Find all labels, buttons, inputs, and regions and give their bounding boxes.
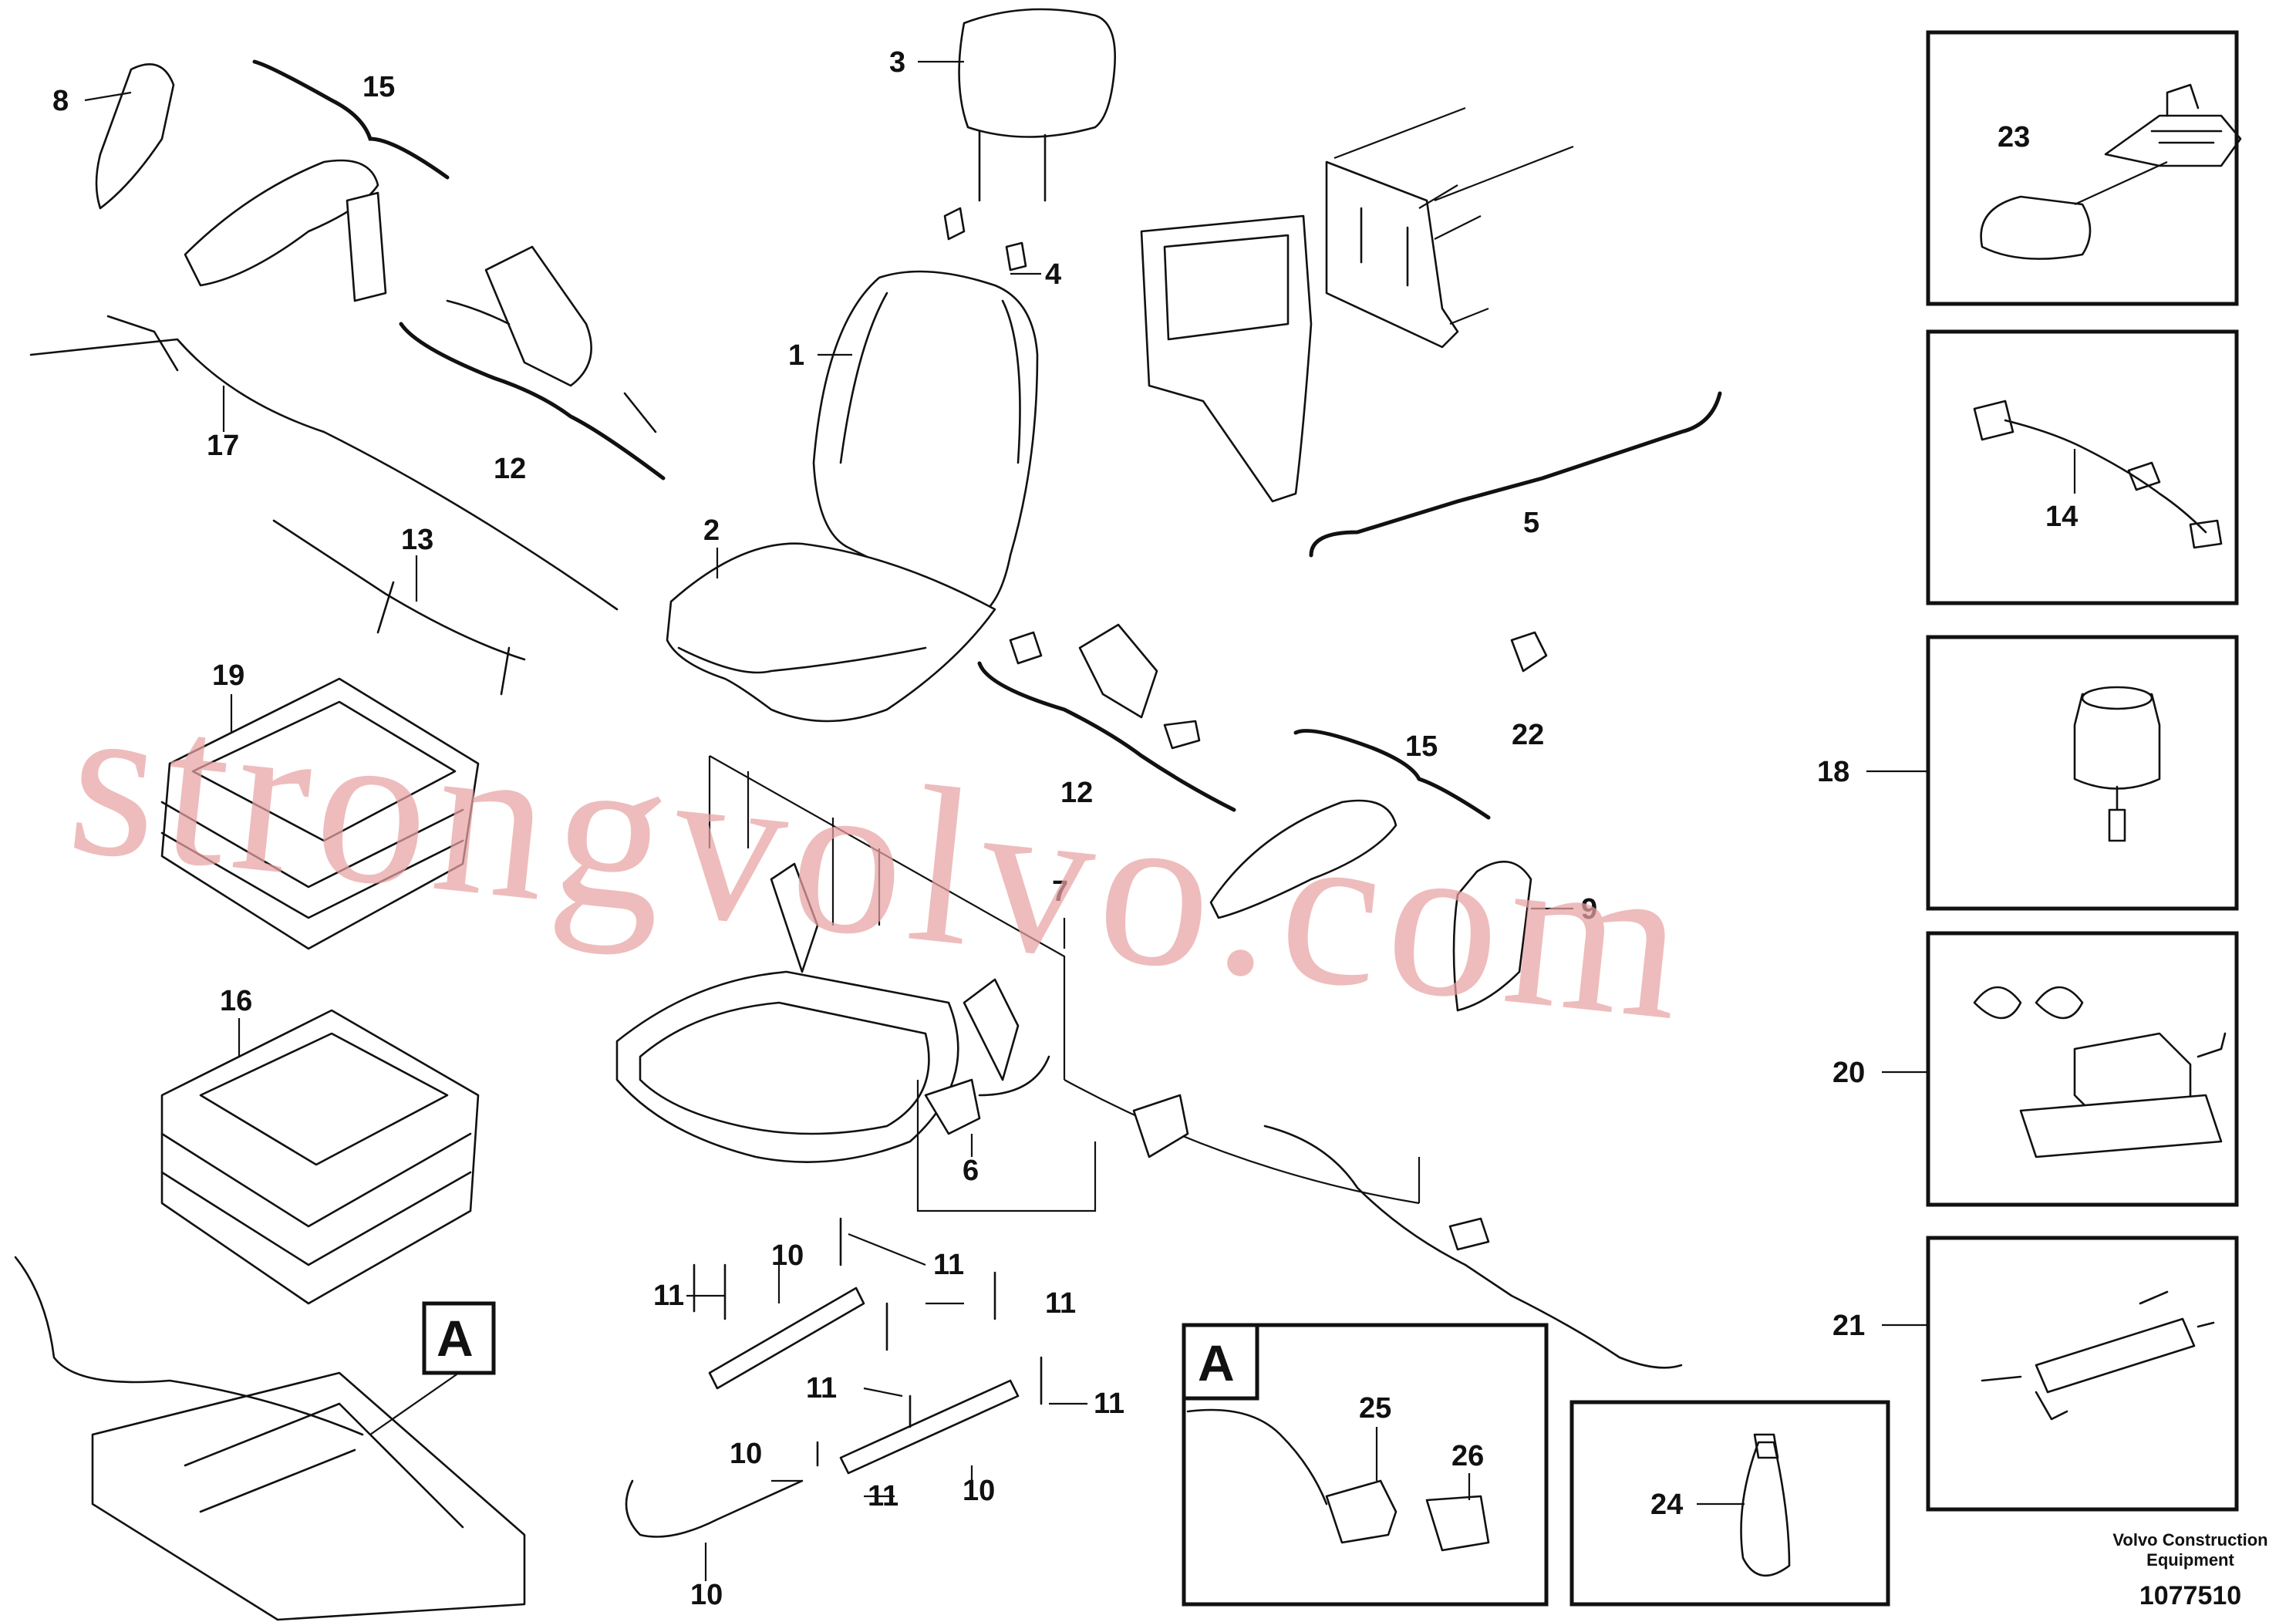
detail-box-24: 24: [1569, 1400, 1890, 1607]
detail-a-label: A: [1198, 1334, 1235, 1391]
callout-10-c: 10: [963, 1475, 995, 1507]
callout-11-a: 11: [653, 1280, 684, 1312]
callout-2: 2: [703, 514, 720, 547]
callout-16: 16: [220, 985, 252, 1017]
detail-box-14: 14: [1926, 329, 2239, 605]
callout-7: 7: [1052, 875, 1068, 908]
callout-18: 18: [1817, 756, 1849, 788]
seat-frame: 7 6: [615, 755, 1683, 1369]
detail-a-box: A 25 26: [1182, 1323, 1549, 1607]
detail-box-23: 23: [1926, 30, 2242, 306]
callout-12-right: 12: [1060, 777, 1093, 809]
callout-23: 23: [1998, 121, 2030, 153]
callout-17: 17: [207, 430, 239, 462]
bellows-16: 16: [160, 985, 480, 1305]
cable-17: 17: [29, 315, 619, 611]
callout-1: 1: [788, 339, 804, 372]
detail-box-18: 18: [1817, 635, 2239, 911]
callout-10-a: 10: [771, 1239, 804, 1272]
company-name-line1: Volvo Construction: [2112, 1530, 2267, 1549]
cable-13: 13: [272, 519, 526, 696]
armrest-left: 8 15: [52, 59, 450, 302]
callout-6: 6: [963, 1155, 979, 1187]
callout-9: 9: [1581, 893, 1597, 926]
callout-12-left: 12: [494, 453, 526, 485]
detail-a-marker: A: [437, 1310, 474, 1367]
company-name-line2: Equipment: [2146, 1550, 2234, 1570]
callout-20: 20: [1832, 1057, 1865, 1089]
callout-13: 13: [401, 524, 433, 556]
clip-22: 22: [1510, 631, 1548, 751]
callout-11-d: 11: [806, 1372, 837, 1404]
callout-5: 5: [1523, 507, 1539, 539]
seat-belt-left: 12: [399, 245, 666, 485]
callout-11-e: 11: [1094, 1388, 1124, 1420]
callout-26: 26: [1451, 1440, 1484, 1472]
drawing-number: 1077510: [2139, 1581, 2241, 1610]
callout-21: 21: [1832, 1310, 1865, 1342]
callout-11-f: 11: [868, 1480, 899, 1512]
callout-8: 8: [52, 85, 69, 117]
callout-22: 22: [1512, 719, 1544, 751]
callout-24: 24: [1650, 1489, 1683, 1521]
seat-back-cover: 5: [1140, 106, 1722, 558]
headrest: 3 4: [889, 8, 1116, 291]
callout-11-b: 11: [933, 1249, 964, 1281]
armrest-right: 9 15: [1209, 729, 1597, 1012]
seat-belt-right: 12: [977, 623, 1236, 812]
seat-cushion: 2: [666, 514, 996, 723]
callout-14: 14: [2045, 501, 2078, 533]
callout-4: 4: [1045, 258, 1061, 291]
detail-box-21: 21: [1832, 1236, 2239, 1512]
footer: Volvo Construction Equipment 1077510: [2112, 1530, 2267, 1610]
callout-10-b: 10: [730, 1438, 762, 1470]
callout-15-right: 15: [1405, 730, 1438, 763]
callout-15-top: 15: [362, 71, 395, 103]
callout-10-d: 10: [690, 1579, 723, 1611]
callout-3: 3: [889, 46, 905, 79]
base-plate: A: [14, 1256, 526, 1621]
detail-box-20: 20: [1832, 931, 2239, 1207]
slide-rails: 10 10 10 10 11 11 11 11 11 11: [625, 1217, 1124, 1611]
bellows-19: 19: [160, 659, 480, 950]
callout-25: 25: [1359, 1392, 1391, 1425]
callout-19: 19: [212, 659, 244, 692]
seat-backrest: 1: [788, 270, 1039, 611]
callout-11-c: 11: [1045, 1287, 1076, 1320]
